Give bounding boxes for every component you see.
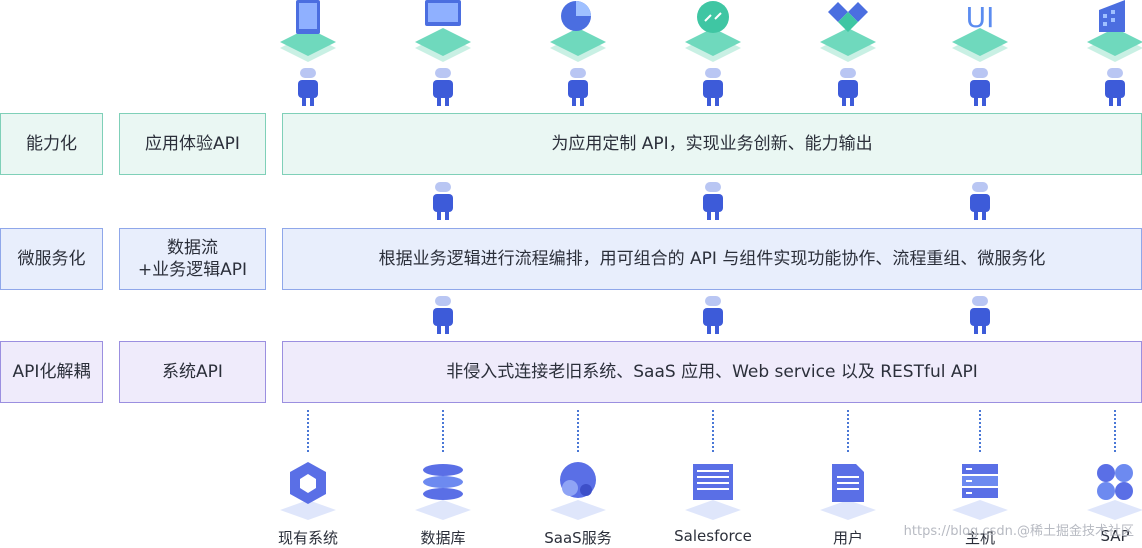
- row-description: 为应用定制 API，实现业务创新、能力输出: [282, 113, 1142, 175]
- chart-icon: [550, 1, 606, 62]
- host-server-icon: [952, 464, 1008, 520]
- source-label: SaaS服务: [544, 529, 612, 547]
- svg-text:UI: UI: [966, 1, 995, 34]
- connector-plug-icon: [970, 296, 990, 334]
- source-label: SAP: [1100, 527, 1130, 545]
- ui-icon: UI: [952, 1, 1008, 62]
- connector-plug-icon: [838, 68, 858, 106]
- row-api-label: 系统API: [119, 341, 266, 403]
- link-icon: [685, 1, 741, 62]
- connector-plug-icon: [1105, 68, 1125, 106]
- connector-plug-icon: [970, 68, 990, 106]
- row-description: 非侵入式连接老旧系统、SaaS 应用、Web service 以及 RESTfu…: [282, 341, 1142, 403]
- connector-plug-icon: [433, 296, 453, 334]
- connector-plug-icon: [703, 182, 723, 220]
- salesforce-icon: [685, 464, 741, 520]
- source-label: 数据库: [420, 529, 466, 547]
- database-icon: [415, 464, 471, 520]
- dotted-connector: [712, 410, 714, 452]
- row-level-label: 微服务化: [0, 228, 103, 290]
- existing-system-icon: [280, 462, 336, 520]
- source-label: 主机: [964, 529, 995, 547]
- source-label: Salesforce: [674, 527, 752, 545]
- source-label: 现有系统: [277, 529, 338, 547]
- row-level-label: 能力化: [0, 113, 103, 175]
- dotted-connector: [847, 410, 849, 452]
- saas-service-icon: [550, 462, 606, 520]
- row-description: 根据业务逻辑进行流程编排，用可组合的 API 与组件实现功能协作、流程重组、微服…: [282, 228, 1142, 290]
- user-document-icon: [820, 464, 876, 520]
- desktop-icon: [415, 0, 471, 62]
- dotted-connector: [1114, 410, 1116, 452]
- diamond-icon: [820, 2, 876, 62]
- dotted-connector: [307, 410, 309, 452]
- watermark: https://blog.csdn.@稀土掘金技术社区: [903, 524, 1134, 539]
- row-api-label: 数据流 +业务逻辑API: [119, 228, 266, 290]
- dotted-connector: [979, 410, 981, 452]
- connector-plug-icon: [568, 68, 588, 106]
- sap-icon: [1087, 464, 1142, 520]
- connector-plug-icon: [433, 68, 453, 106]
- connector-plug-icon: [703, 296, 723, 334]
- mobile-app-icon: [280, 0, 336, 62]
- connector-plug-icon: [298, 68, 318, 106]
- row-level-label: API化解耦: [0, 341, 103, 403]
- connector-plug-icon: [433, 182, 453, 220]
- connector-plug-icon: [970, 182, 990, 220]
- connector-plug-icon: [703, 68, 723, 106]
- dotted-connector: [442, 410, 444, 452]
- source-label: 用户: [832, 529, 863, 547]
- dotted-connector: [577, 410, 579, 452]
- row-api-label: 应用体验API: [119, 113, 266, 175]
- building-icon: [1087, 0, 1142, 62]
